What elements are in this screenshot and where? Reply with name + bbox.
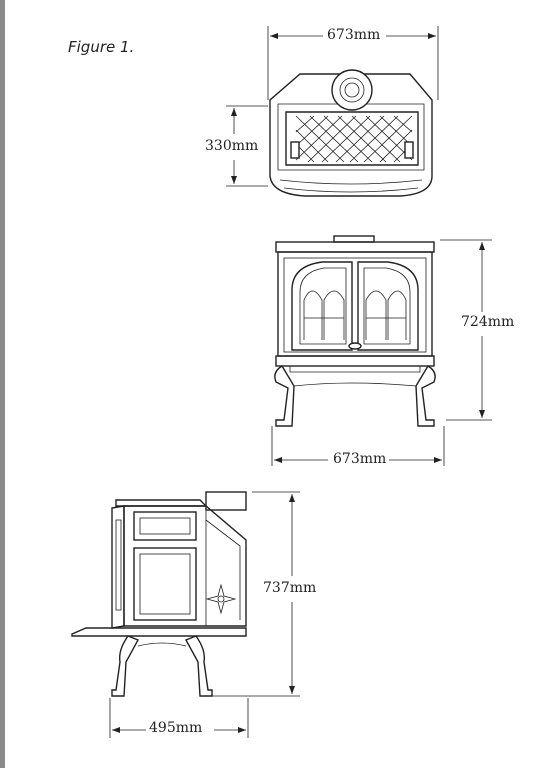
top-view-depth-label: 330mm: [202, 138, 262, 154]
front-view-width-label: 673mm: [330, 451, 390, 467]
side-view-height-label: 737mm: [260, 580, 320, 596]
side-view: [71, 491, 300, 738]
top-view-width-label: 673mm: [324, 27, 384, 43]
document-page: [5, 0, 542, 768]
front-view: [271, 235, 492, 466]
figure-title: Figure 1.: [68, 38, 135, 56]
front-view-height-label: 724mm: [458, 314, 518, 330]
top-view: [226, 26, 439, 197]
side-view-depth-label: 495mm: [146, 720, 206, 736]
page-left-border: [0, 0, 5, 768]
